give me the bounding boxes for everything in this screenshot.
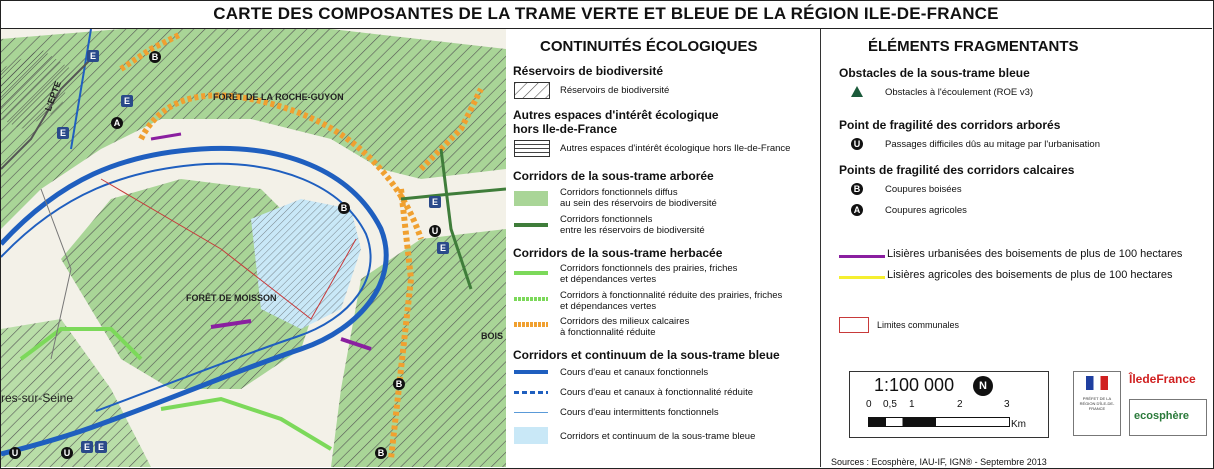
- calcaires-title: Points de fragilité des corridors calcai…: [839, 163, 1075, 177]
- b-symbol-icon: B: [851, 183, 863, 195]
- bleue-title: Corridors et continuum de la sous-trame …: [513, 348, 780, 362]
- herbacee-item3b: à fonctionnalité réduite: [560, 327, 656, 338]
- ecosphere-logo-text: ecosphère: [1134, 410, 1190, 422]
- coupures-agricoles: Coupures agricoles: [885, 205, 967, 216]
- scale-ratio: 1:100 000: [874, 375, 955, 395]
- reservoirs-title: Réservoirs de biodiversité: [513, 64, 664, 78]
- herbacee-item2a: Corridors à fonctionnalité réduite des p…: [560, 290, 783, 301]
- arbores-title: Point de fragilité des corridors arborés: [839, 118, 1061, 132]
- arboree-title: Corridors de la sous-trame arborée: [513, 169, 714, 183]
- herbacee-title: Corridors de la sous-trame herbacée: [513, 246, 723, 260]
- bleue-item2: Cours d'eau et canaux à fonctionnalité r…: [560, 387, 753, 398]
- reservoirs-item: Réservoirs de biodiversité: [560, 85, 670, 96]
- scale-graduation: [868, 417, 1010, 427]
- marker-u[interactable]: U: [61, 447, 73, 459]
- prefet-logo: PRÉFET DE LA RÉGION D'ÎLE-DE-FRANCE: [1073, 371, 1121, 436]
- limites-communales: Limites communales: [877, 320, 960, 330]
- marker-e[interactable]: E: [95, 441, 107, 453]
- a-symbol-icon: A: [851, 204, 863, 216]
- north-arrow-icon: N: [973, 376, 993, 396]
- marker-b[interactable]: B: [375, 447, 387, 459]
- fragmentants-heading: ÉLÉMENTS FRAGMENTANTS: [868, 38, 1079, 55]
- marker-u[interactable]: U: [9, 447, 21, 459]
- ecosphere-logo: ecosphère: [1129, 399, 1207, 436]
- legend-continuites: CONTINUITÉS ÉCOLOGIQUES Réservoirs de bi…: [508, 29, 821, 467]
- swatch-herbacee-2: [514, 297, 548, 301]
- label-sur-seine: res-sur-Seine: [1, 391, 74, 405]
- label-foret-moisson: FORÊT DE MOISSON: [186, 293, 277, 303]
- idf-logo: ÎledeFrance: [1127, 371, 1207, 389]
- arboree-item1b: au sein des réservoirs de biodiversité: [560, 198, 717, 209]
- map-svg: [1, 29, 506, 467]
- marker-b[interactable]: B: [149, 51, 161, 63]
- scale-tick: 0: [866, 399, 872, 410]
- prefet-text: PRÉFET DE LA RÉGION D'ÎLE-DE-FRANCE: [1079, 396, 1115, 411]
- marker-e[interactable]: E: [81, 441, 93, 453]
- sources: Sources : Ecosphère, IAU-IF, IGN® - Sept…: [831, 457, 1047, 467]
- swatch-intermittent: [514, 412, 548, 413]
- lisieres-agr: Lisières agricoles des boisements de plu…: [887, 269, 1173, 281]
- herbacee-item1a: Corridors fonctionnels des prairies, fri…: [560, 263, 738, 274]
- swatch-lisieres-urb: [839, 255, 885, 258]
- swatch-cours-eau: [514, 370, 548, 374]
- swatch-herbacee-1: [514, 271, 548, 275]
- map-area[interactable]: FORÊT DE LA ROCHE-GUYON FORÊT DE MOISSON…: [1, 29, 506, 467]
- scale-tick: 1: [909, 399, 915, 410]
- label-foret-roche-guyon: FORÊT DE LA ROCHE-GUYON: [213, 92, 344, 102]
- marker-u[interactable]: U: [429, 225, 441, 237]
- marker-e[interactable]: E: [87, 50, 99, 62]
- marker-e[interactable]: E: [429, 196, 441, 208]
- herbacee-item2b: et dépendances vertes: [560, 301, 657, 312]
- autres-title-2: hors Ile-de-France: [513, 122, 618, 136]
- swatch-continuum: [514, 427, 548, 444]
- label-bois: BOIS: [481, 331, 504, 341]
- obstacles-item: Obstacles à l'écoulement (ROE v3): [885, 87, 1034, 98]
- arboree-item2b: entre les réservoirs de biodiversité: [560, 225, 705, 236]
- swatch-autres: [514, 140, 550, 157]
- marker-e[interactable]: E: [57, 127, 69, 139]
- obstacle-triangle-icon: [851, 86, 863, 97]
- marker-e[interactable]: E: [121, 95, 133, 107]
- lisieres-urb: Lisières urbanisées des boisements de pl…: [887, 248, 1183, 260]
- map-title: CARTE DES COMPOSANTES DE LA TRAME VERTE …: [0, 0, 1212, 29]
- bleue-item3: Cours d'eau intermittents fonctionnels: [560, 407, 719, 418]
- swatch-limites: [839, 317, 869, 333]
- bleue-item1: Cours d'eau et canaux fonctionnels: [560, 367, 709, 378]
- autres-item: Autres espaces d'intérêt écologique hors…: [560, 143, 791, 154]
- arboree-item1a: Corridors fonctionnels diffus: [560, 187, 678, 198]
- continuites-heading: CONTINUITÉS ÉCOLOGIQUES: [540, 38, 758, 55]
- marker-b[interactable]: B: [393, 378, 405, 390]
- swatch-calcaires: [514, 322, 548, 327]
- scale-tick: 3: [1004, 399, 1010, 410]
- swatch-arboree-diffus: [514, 191, 548, 206]
- autres-title-1: Autres espaces d'intérêt écologique: [513, 108, 719, 122]
- swatch-reservoirs: [514, 82, 550, 99]
- idf-logo-text: ÎledeFrance: [1129, 372, 1196, 386]
- legend-fragmentants: ÉLÉMENTS FRAGMENTANTS Obstacles de la so…: [821, 29, 1213, 467]
- swatch-lisieres-agr: [839, 276, 885, 279]
- scale-unit: Km: [1011, 419, 1026, 430]
- marker-b[interactable]: B: [338, 202, 350, 214]
- marker-e[interactable]: E: [437, 242, 449, 254]
- scale-bar: 1:100 000 N 0 0,5 1 2 3 Km: [849, 371, 1049, 438]
- marker-a[interactable]: A: [111, 117, 123, 129]
- hatch-swatch: [515, 83, 549, 98]
- coupures-boisees: Coupures boisées: [885, 184, 962, 195]
- obstacles-title: Obstacles de la sous-trame bleue: [839, 66, 1030, 80]
- scale-tick: 2: [957, 399, 963, 410]
- scale-tick: 0,5: [883, 399, 897, 410]
- u-symbol-icon: U: [851, 138, 863, 150]
- swatch-arboree-corridor: [514, 223, 548, 227]
- arbores-item: Passages difficiles dûs au mitage par l'…: [885, 139, 1100, 150]
- herbacee-item3a: Corridors des milieux calcaires: [560, 316, 690, 327]
- bleue-item4: Corridors et continuum de la sous-trame …: [560, 431, 756, 442]
- swatch-cours-eau-reduit: [514, 391, 548, 394]
- herbacee-item1b: et dépendances vertes: [560, 274, 657, 285]
- arboree-item2a: Corridors fonctionnels: [560, 214, 653, 225]
